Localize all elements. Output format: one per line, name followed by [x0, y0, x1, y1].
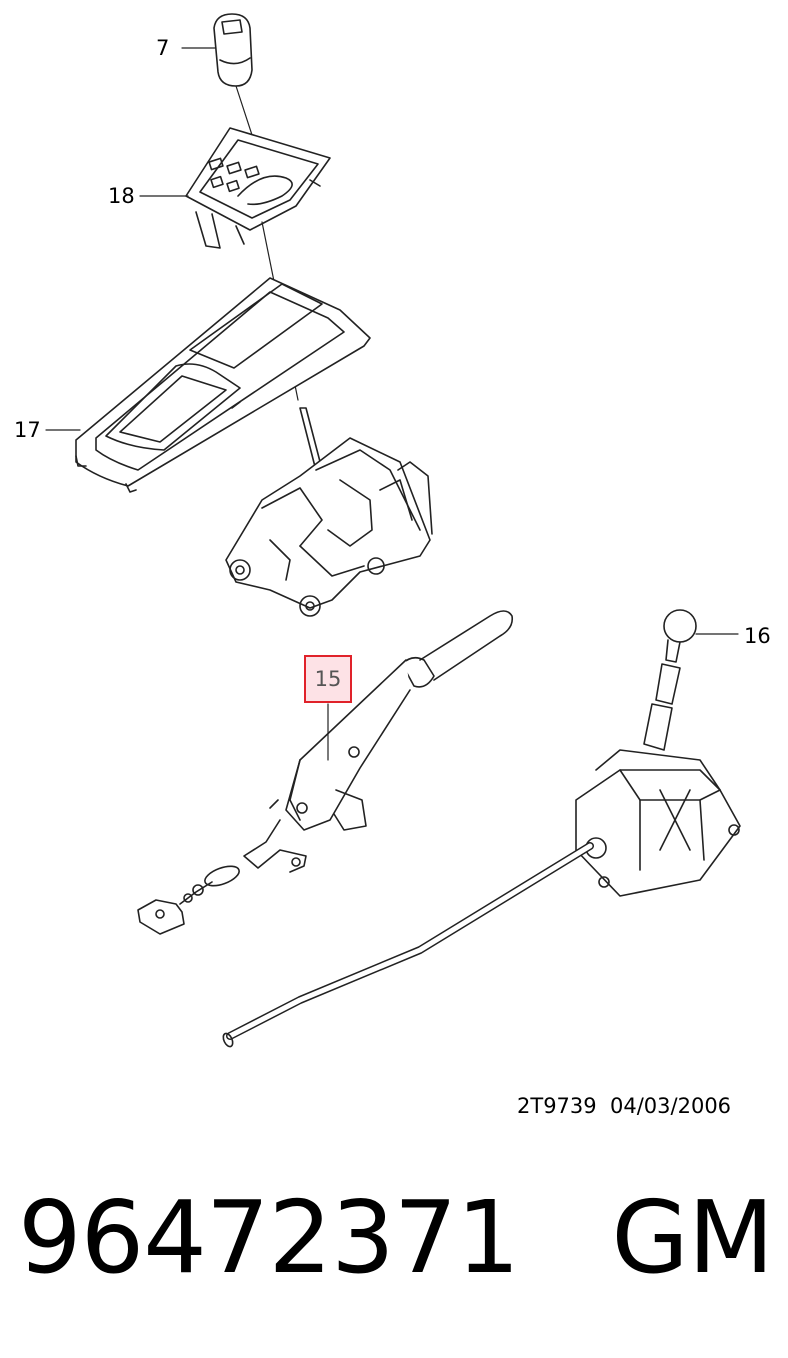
callout-18: 18	[108, 184, 135, 208]
console-bezel-part	[75, 277, 371, 493]
part-number: 96472371	[18, 1179, 520, 1296]
brand-name: GM	[611, 1179, 774, 1296]
callout-15-highlighted[interactable]: 15	[304, 655, 352, 703]
drawing-reference: 2T9739 04/03/2006	[517, 1094, 731, 1118]
manual-shifter-part	[222, 609, 741, 1048]
callout-16: 16	[744, 624, 771, 648]
exploded-parts-diagram	[45, 13, 741, 1048]
drawing-code: 2T9739	[517, 1094, 597, 1118]
parking-brake-lever-part	[137, 610, 514, 935]
callout-7: 7	[156, 36, 170, 60]
drawing-date: 04/03/2006	[610, 1094, 732, 1118]
callout-17: 17	[14, 418, 41, 442]
shifter-housing-part	[225, 407, 433, 617]
callout-15: 15	[314, 667, 342, 691]
part-number-line: 96472371 GM	[18, 1188, 774, 1288]
